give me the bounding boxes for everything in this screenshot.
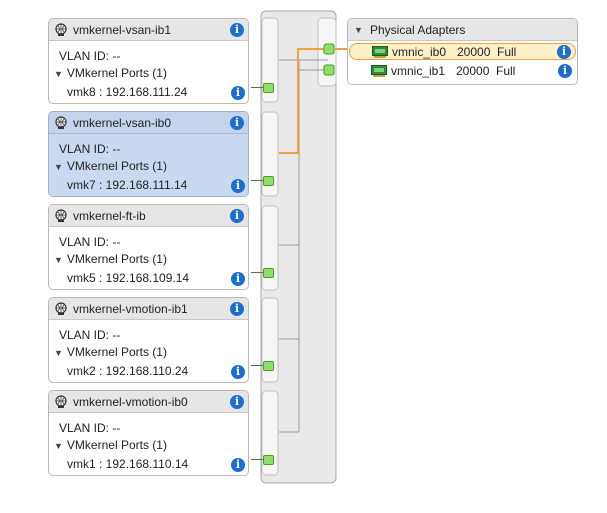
network-globe-icon [55, 395, 67, 408]
physical-adapters-title: Physical Adapters [370, 23, 466, 37]
uplink-port-2 [323, 64, 335, 76]
network-globe-icon [55, 116, 67, 129]
triangle-down-icon[interactable]: ▼ [54, 162, 63, 172]
triangle-down-icon[interactable]: ▼ [54, 255, 63, 265]
vmk-adapter[interactable]: vmk2 : 192.168.110.24 [67, 364, 189, 378]
port-group-ft-ib[interactable]: vmkernel-ft-ib i VLAN ID: -- ▼VMkernel P… [48, 204, 249, 290]
vmkernel-ports-label: VMkernel Ports (1) [66, 345, 167, 359]
switch-lane-1 [261, 17, 279, 103]
adapter-name: vmnic_ib0 [392, 45, 447, 59]
port-connector[interactable] [251, 361, 274, 371]
network-card-icon [372, 46, 388, 58]
adapter-speed: 20000 [456, 64, 490, 78]
physical-adapters-panel: ▼ Physical Adapters vmnic_ib0 20000 Full… [347, 18, 578, 85]
vmkernel-ports-label: VMkernel Ports (1) [66, 159, 167, 173]
triangle-down-icon[interactable]: ▼ [354, 25, 363, 35]
info-icon[interactable]: i [230, 395, 244, 409]
network-card-icon [371, 65, 387, 77]
adapter-duplex: Full [496, 64, 516, 78]
port-connector[interactable] [251, 176, 274, 186]
vlan-id: VLAN ID: -- [59, 421, 121, 435]
adapter-duplex: Full [497, 45, 517, 59]
port-group-header[interactable]: vmkernel-vsan-ib0 i [49, 112, 248, 134]
vmk-adapter[interactable]: vmk8 : 192.168.111.24 [67, 85, 188, 99]
port-group-header[interactable]: vmkernel-ft-ib i [49, 205, 248, 227]
uplink-port-1 [323, 43, 335, 55]
adapter-speed: 20000 [457, 45, 491, 59]
switch-lane-2 [261, 111, 279, 197]
info-icon[interactable]: i [230, 209, 244, 223]
port-group-vsan-ib0[interactable]: vmkernel-vsan-ib0 i VLAN ID: -- ▼VMkerne… [48, 111, 249, 197]
info-icon[interactable]: i [230, 23, 244, 37]
vlan-id: VLAN ID: -- [59, 142, 121, 156]
port-group-title: vmkernel-ft-ib [73, 209, 146, 223]
vmkernel-ports-toggle[interactable]: ▼VMkernel Ports (1) [54, 345, 167, 359]
vmkernel-ports-toggle[interactable]: ▼VMkernel Ports (1) [54, 438, 167, 452]
vmkernel-ports-label: VMkernel Ports (1) [66, 252, 167, 266]
network-globe-icon [55, 23, 67, 36]
info-icon[interactable]: i [231, 179, 245, 193]
info-icon[interactable]: i [558, 64, 572, 78]
vlan-id: VLAN ID: -- [59, 49, 121, 63]
vlan-id: VLAN ID: -- [59, 235, 121, 249]
port-group-vmotion-ib1[interactable]: vmkernel-vmotion-ib1 i VLAN ID: -- ▼VMke… [48, 297, 249, 383]
info-icon[interactable]: i [557, 45, 571, 59]
vmk-adapter[interactable]: vmk1 : 192.168.110.14 [67, 457, 189, 471]
port-group-title: vmkernel-vmotion-ib0 [73, 395, 188, 409]
port-group-vsan-ib1[interactable]: vmkernel-vsan-ib1 i VLAN ID: -- ▼VMkerne… [48, 18, 249, 104]
info-icon[interactable]: i [231, 365, 245, 379]
port-group-title: vmkernel-vsan-ib1 [73, 23, 172, 37]
vmkernel-ports-toggle[interactable]: ▼VMkernel Ports (1) [54, 159, 167, 173]
triangle-down-icon[interactable]: ▼ [54, 441, 63, 451]
adapter-row-vmnic-ib0[interactable]: vmnic_ib0 20000 Full i [349, 43, 576, 60]
port-connector[interactable] [251, 455, 274, 465]
port-group-header[interactable]: vmkernel-vsan-ib1 i [49, 19, 248, 41]
port-group-title: vmkernel-vmotion-ib1 [73, 302, 188, 316]
vmkernel-ports-toggle[interactable]: ▼VMkernel Ports (1) [54, 252, 167, 266]
vmkernel-ports-label: VMkernel Ports (1) [66, 66, 167, 80]
triangle-down-icon[interactable]: ▼ [54, 69, 63, 79]
vmkernel-ports-toggle[interactable]: ▼VMkernel Ports (1) [54, 66, 167, 80]
vmk-adapter[interactable]: vmk5 : 192.168.109.14 [67, 271, 190, 285]
info-icon[interactable]: i [231, 458, 245, 472]
info-icon[interactable]: i [231, 272, 245, 286]
adapter-row-vmnic-ib1[interactable]: vmnic_ib1 20000 Full i [349, 63, 576, 80]
network-globe-icon [55, 209, 67, 222]
vmk-adapter[interactable]: vmk7 : 192.168.111.14 [67, 178, 188, 192]
port-group-vmotion-ib0[interactable]: vmkernel-vmotion-ib0 i VLAN ID: -- ▼VMke… [48, 390, 249, 476]
info-icon[interactable]: i [230, 116, 244, 130]
port-connector[interactable] [251, 83, 274, 93]
vmkernel-ports-label: VMkernel Ports (1) [66, 438, 167, 452]
info-icon[interactable]: i [231, 86, 245, 100]
port-group-header[interactable]: vmkernel-vmotion-ib1 i [49, 298, 248, 320]
network-globe-icon [55, 302, 67, 315]
port-connector[interactable] [251, 268, 274, 278]
switch-lane-5 [261, 390, 279, 476]
physical-adapters-header[interactable]: ▼ Physical Adapters [348, 19, 577, 41]
vlan-id: VLAN ID: -- [59, 328, 121, 342]
triangle-down-icon[interactable]: ▼ [54, 348, 63, 358]
port-group-header[interactable]: vmkernel-vmotion-ib0 i [49, 391, 248, 413]
info-icon[interactable]: i [230, 302, 244, 316]
adapter-name: vmnic_ib1 [391, 64, 446, 78]
port-group-title: vmkernel-vsan-ib0 [73, 116, 172, 130]
